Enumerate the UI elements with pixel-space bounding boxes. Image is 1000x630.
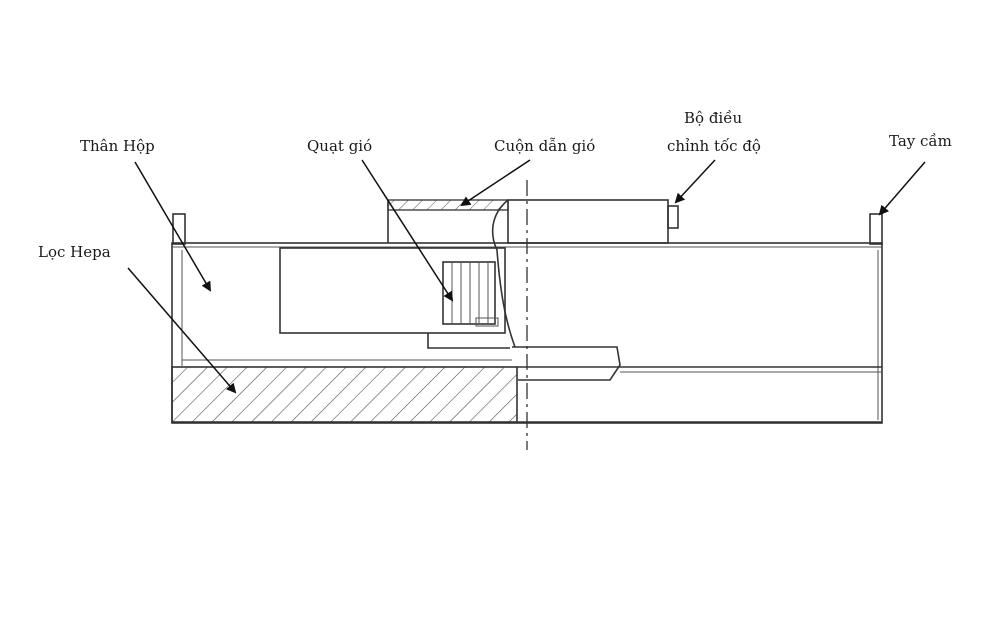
speed-controller-knob bbox=[667, 205, 679, 229]
right-lower-section bbox=[512, 346, 882, 423]
arrow-bo-dieu bbox=[674, 159, 716, 204]
label-bo-dieu-line1: Bộ điều bbox=[684, 109, 742, 127]
label-quat-gio: Quạt gió bbox=[307, 137, 372, 155]
arrow-loc-hepa bbox=[127, 267, 237, 394]
label-cuon-dan-gio: Cuộn dẫn gió bbox=[494, 137, 595, 155]
air-guide-coil bbox=[387, 199, 516, 348]
label-tay-cam: Tay cầm bbox=[889, 132, 952, 150]
arrow-tay-cam bbox=[878, 161, 926, 216]
label-bo-dieu-line2: chỉnh tốc độ bbox=[667, 137, 761, 155]
hepa-filter-section bbox=[171, 359, 518, 423]
label-loc-hepa: Lọc Hepa bbox=[38, 243, 111, 261]
left-handle bbox=[172, 213, 186, 245]
fan-housing bbox=[279, 247, 510, 349]
label-than-hop: Thân Hộp bbox=[80, 137, 155, 155]
fan-blades bbox=[442, 261, 499, 327]
right-handle bbox=[869, 213, 883, 245]
arrow-cuon-dan-gio bbox=[460, 159, 531, 207]
arrow-than-hop bbox=[134, 161, 212, 292]
arrow-quat-gio bbox=[361, 159, 454, 302]
speed-controller-housing bbox=[507, 199, 679, 244]
